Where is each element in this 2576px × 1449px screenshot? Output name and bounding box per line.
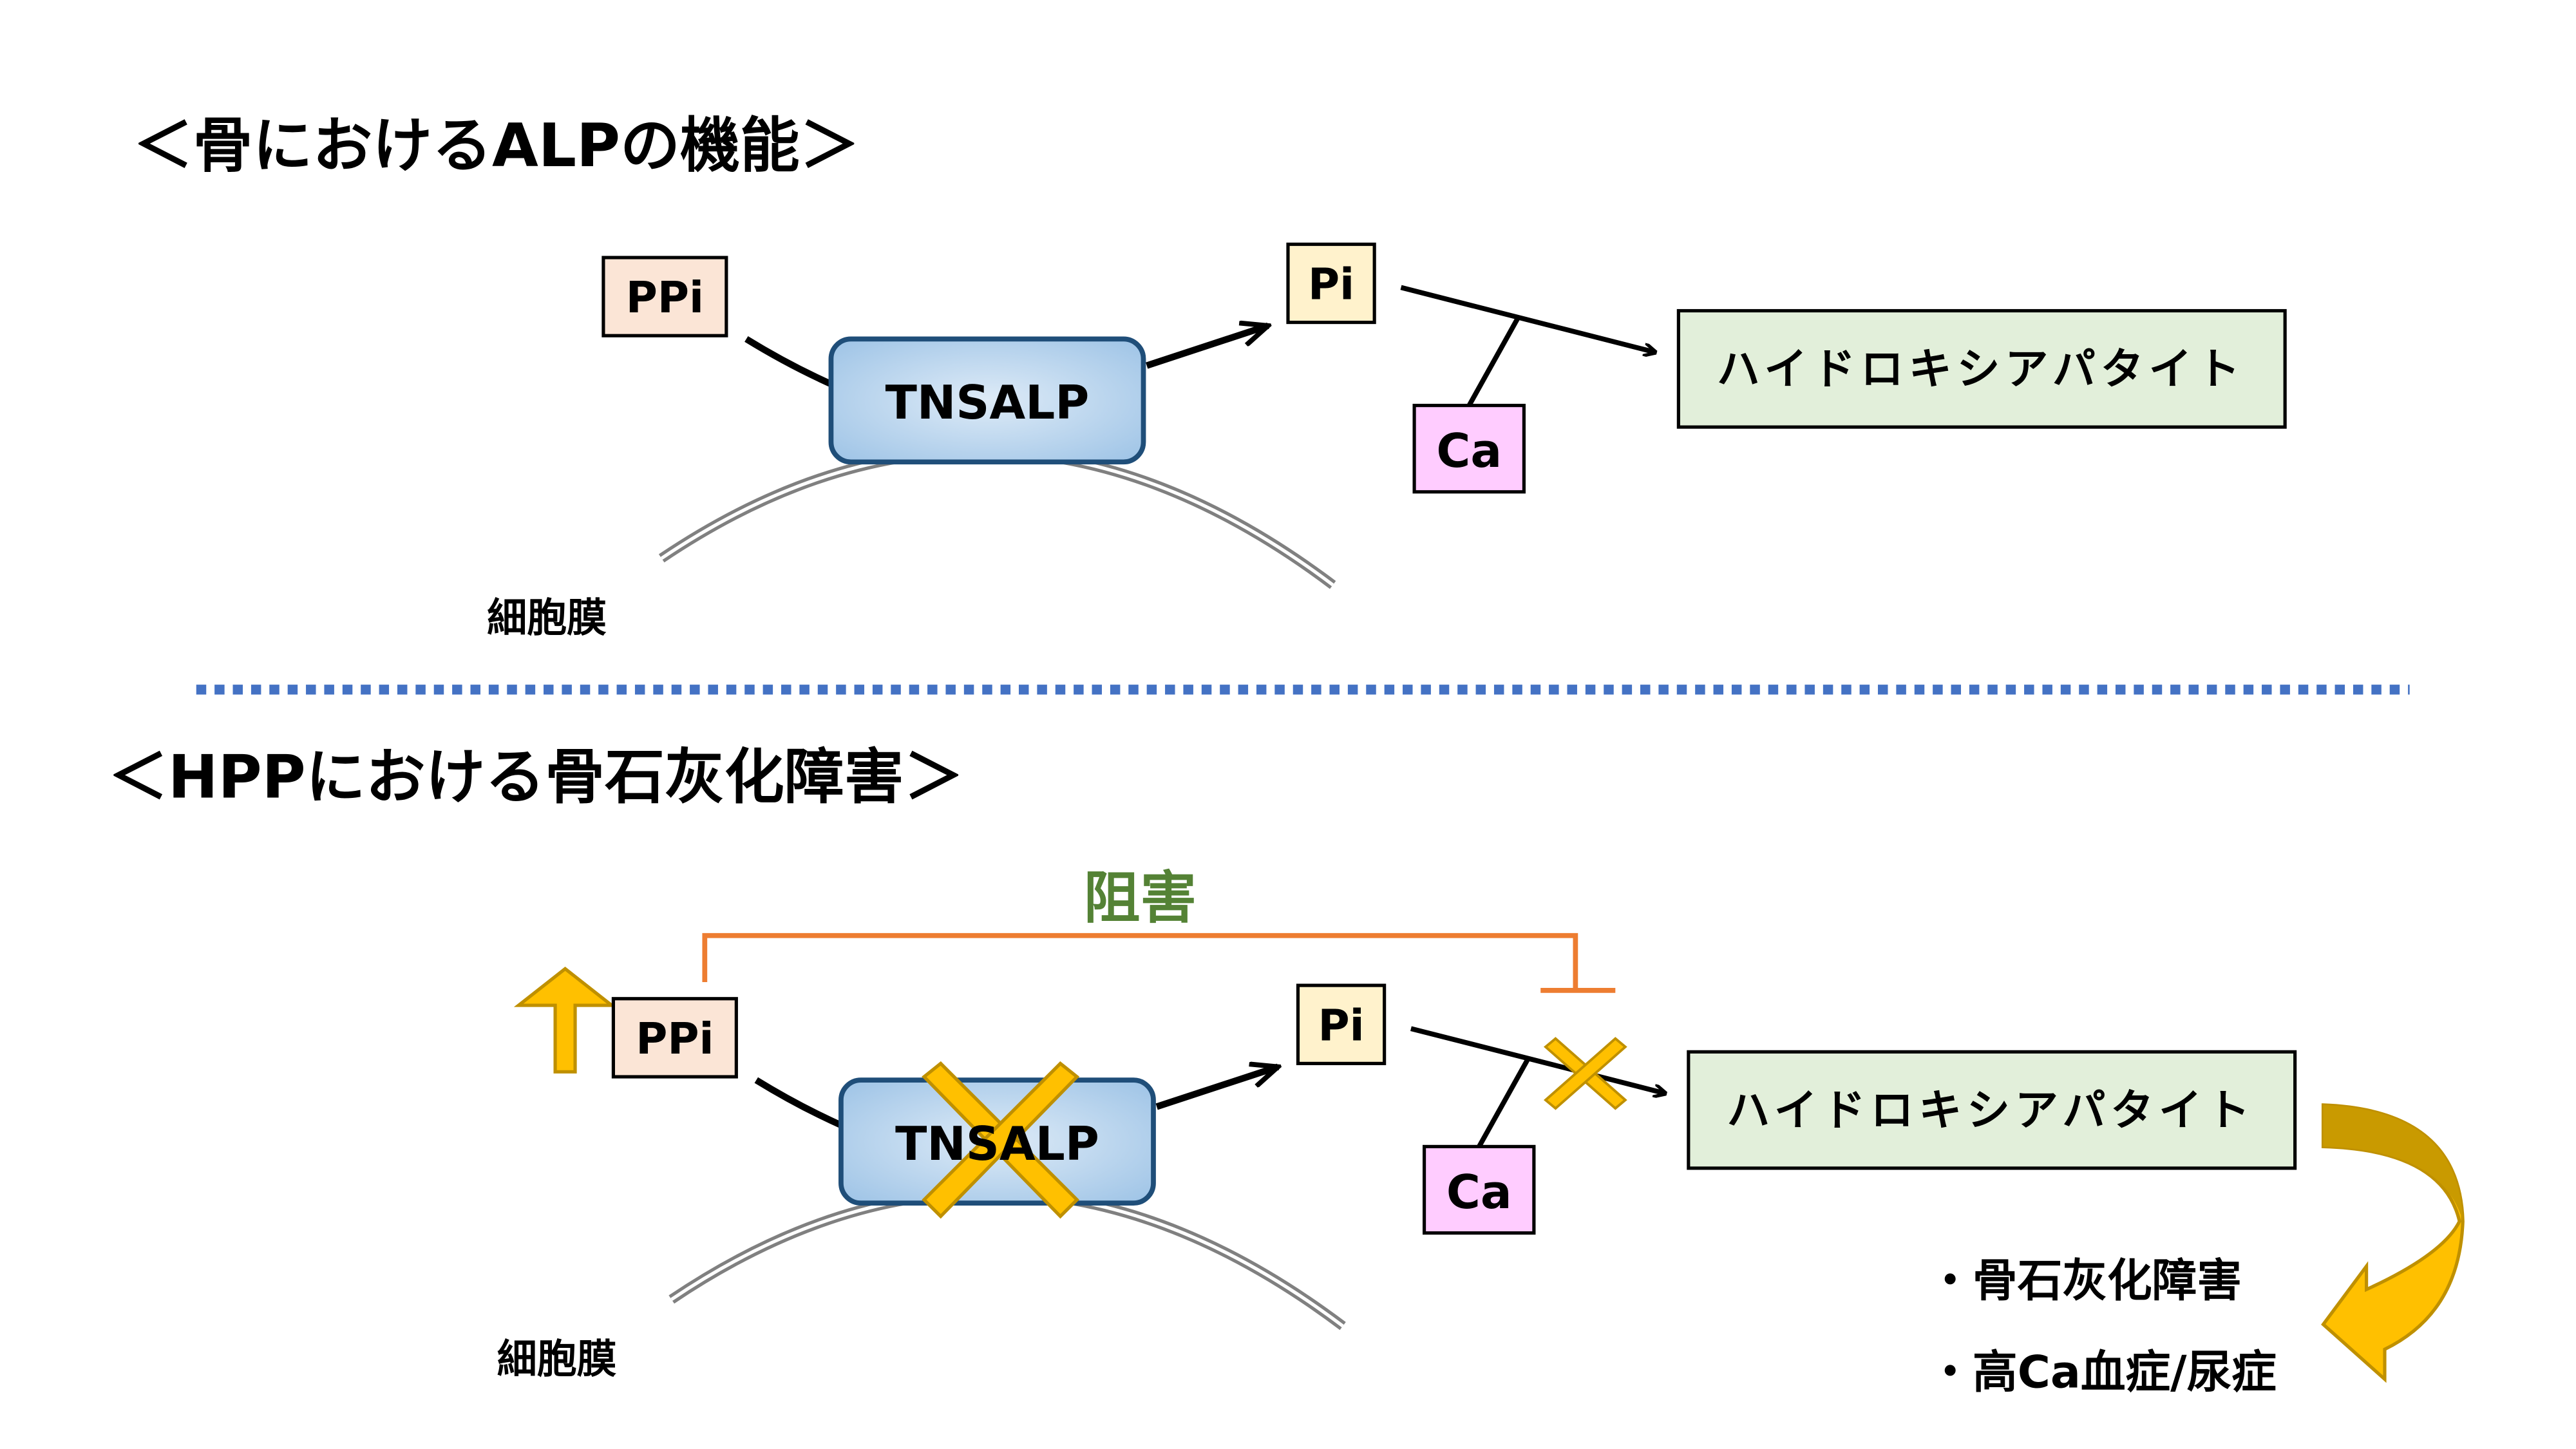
hydroxyapatite-label: ハイドロキシアパタイト	[1717, 344, 2245, 394]
consequence-item: ・高Ca血症/尿症	[1927, 1347, 2277, 1399]
section1-title: ＜骨におけるALPの機能＞	[133, 111, 860, 180]
ppi-connector	[744, 336, 836, 389]
tnsalp-label: TNSALP	[886, 376, 1090, 430]
block-cross-icon	[1543, 1037, 1627, 1110]
cell-membrane	[658, 446, 1336, 589]
ppi-box	[611, 997, 738, 1079]
inhibition-label: 阻害	[1084, 865, 1197, 931]
cross-icon	[922, 1061, 1080, 1219]
arrow-to-pi	[1146, 326, 1268, 369]
ca-box	[1412, 404, 1526, 494]
tnsalp-label: TNSALP	[895, 1117, 1099, 1171]
consequence-item: ・骨石灰化障害	[1927, 1255, 2242, 1307]
hydroxyapatite-label: ハイドロキシアパタイト	[1727, 1085, 2255, 1135]
tnsalp-box	[828, 336, 1146, 465]
section-hpp: ＜HPPにおける骨石灰化障害＞ 阻害 細胞膜 PPi TNSALP Pi Ca …	[108, 743, 2465, 1399]
ppi-label: PPi	[626, 272, 704, 323]
ca-label: Ca	[1446, 1166, 1512, 1220]
pi-box	[1296, 983, 1387, 1065]
arrow-to-hydroxyapatite	[1410, 1026, 1665, 1094]
increase-arrow-icon	[513, 967, 617, 1074]
ca-connector	[1466, 317, 1520, 407]
ca-box	[1423, 1144, 1536, 1235]
cell-membrane	[668, 1188, 1346, 1331]
ppi-label: PPi	[636, 1014, 714, 1064]
arrow-to-hydroxyapatite	[1400, 285, 1655, 352]
section-alp-function: ＜骨におけるALPの機能＞ 細胞膜 PPi TNSALP Pi Ca ハイドロキ…	[133, 111, 2287, 641]
pi-label: Pi	[1318, 1000, 1364, 1050]
curved-arrow-icon	[2321, 1103, 2465, 1383]
inhibition-bracket	[702, 933, 1616, 993]
arrow-to-pi	[1155, 1067, 1278, 1110]
section2-title: ＜HPPにおける骨石灰化障害＞	[108, 743, 963, 812]
hydroxyapatite-box	[1676, 308, 2287, 429]
hydroxyapatite-box	[1687, 1050, 2297, 1170]
membrane-label: 細胞膜	[487, 595, 607, 641]
ppi-connector	[754, 1077, 846, 1130]
pi-box	[1286, 242, 1376, 325]
ca-connector	[1477, 1059, 1530, 1148]
ca-label: Ca	[1436, 424, 1502, 478]
pi-label: Pi	[1308, 259, 1354, 309]
membrane-label: 細胞膜	[497, 1336, 617, 1382]
ppi-box	[601, 256, 728, 337]
